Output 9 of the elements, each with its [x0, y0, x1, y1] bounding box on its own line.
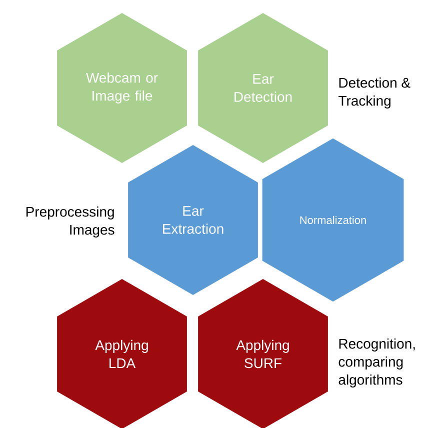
hexagon: Ear Detection [198, 13, 328, 163]
hexagon: Applying LDA [57, 278, 187, 428]
row-label: Detection & Tracking [338, 77, 410, 108]
hexagon: Applying SURF [198, 278, 328, 428]
hexagon: Normalization [262, 138, 404, 302]
row-label: Recognition, comparing algorithms [338, 338, 415, 388]
row-label: Preprocessing Images [26, 206, 114, 238]
hexagon: Ear Extraction [128, 145, 258, 295]
hexagon: Webcam or Image file [57, 13, 187, 163]
